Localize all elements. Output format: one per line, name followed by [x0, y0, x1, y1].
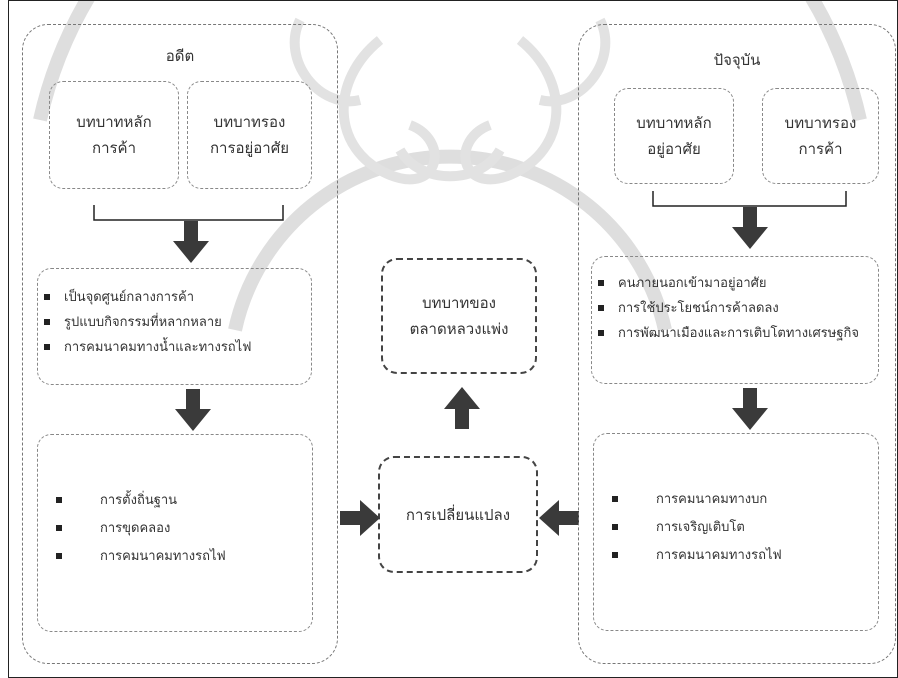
change-box: การเปลี่ยนแปลง	[378, 456, 538, 573]
present-main-role-line1: บทบาทหลัก	[636, 114, 712, 132]
past-main-role-box: บทบาทหลัก การค้า	[49, 81, 179, 189]
past-characteristic-item: เป็นจุดศูนย์กลางการค้า	[38, 285, 311, 310]
past-secondary-role-line1: บทบาทรอง	[213, 113, 286, 131]
left-arrow	[539, 500, 579, 536]
present-secondary-role-line2: การค้า	[798, 140, 843, 158]
right-arrow	[340, 500, 380, 536]
past-title: อดีต	[165, 47, 195, 65]
present-panel	[578, 24, 896, 664]
present-factor-item: การเจริญเติบโต	[594, 514, 878, 542]
present-secondary-role-line1: บทบาทรอง	[784, 114, 857, 132]
present-characteristic-item: การพัฒนาเมืองและการเติบโตทางเศรษฐกิจ	[592, 321, 878, 346]
past-main-role-line1: บทบาทหลัก	[76, 113, 152, 131]
present-characteristic-item: คนภายนอกเข้ามาอยู่อาศัย	[592, 271, 878, 296]
past-secondary-role-line2: การอยู่อาศัย	[209, 139, 290, 157]
present-secondary-role-box: บทบาทรอง การค้า	[762, 88, 879, 184]
present-down-arrow-2	[732, 388, 768, 430]
past-factor-item: การขุดคลอง	[38, 515, 312, 543]
past-down-arrow-2	[175, 389, 211, 431]
past-characteristics-box: เป็นจุดศูนย์กลางการค้า รูปแบบกิจกรรมที่ห…	[37, 268, 312, 385]
change-label: การเปลี่ยนแปลง	[405, 505, 511, 524]
past-factors-box: การตั้งถิ่นฐาน การขุดคลอง การคมนาคมทางรถ…	[37, 434, 313, 632]
up-arrow	[444, 387, 480, 429]
present-factor-item: การคมนาคมทางบก	[594, 486, 878, 514]
past-main-role-line2: การค้า	[91, 139, 137, 157]
past-down-arrow-1	[173, 221, 209, 263]
past-characteristic-item: รูปแบบกิจกรรมที่หลากหลาย	[38, 310, 311, 335]
past-secondary-role-box: บทบาทรอง การอยู่อาศัย	[187, 81, 312, 189]
present-characteristic-item: การใช้ประโยชน์การค้าลดลง	[592, 296, 878, 321]
present-main-role-box: บทบาทหลัก อยู่อาศัย	[614, 88, 734, 184]
present-down-arrow-1	[732, 207, 768, 249]
present-title: ปัจจุบัน	[713, 51, 761, 69]
past-factor-item: การคมนาคมทางรถไฟ	[38, 543, 312, 571]
present-main-role-line2: อยู่อาศัย	[647, 140, 701, 158]
past-factor-item: การตั้งถิ่นฐาน	[38, 487, 312, 515]
past-panel	[22, 24, 338, 664]
market-role-line2: ตลาดหลวงแพ่ง	[409, 320, 509, 338]
present-factor-item: การคมนาคมทางรถไฟ	[594, 542, 878, 570]
market-role-line1: บทบาทของ	[422, 294, 496, 312]
past-characteristic-item: การคมนาคมทางน้ำและทางรถไฟ	[38, 335, 311, 360]
market-role-box: บทบาทของ ตลาดหลวงแพ่ง	[381, 258, 537, 374]
present-factors-box: การคมนาคมทางบก การเจริญเติบโต การคมนาคมท…	[593, 433, 879, 631]
present-characteristics-box: คนภายนอกเข้ามาอยู่อาศัย การใช้ประโยชน์กา…	[591, 256, 879, 384]
